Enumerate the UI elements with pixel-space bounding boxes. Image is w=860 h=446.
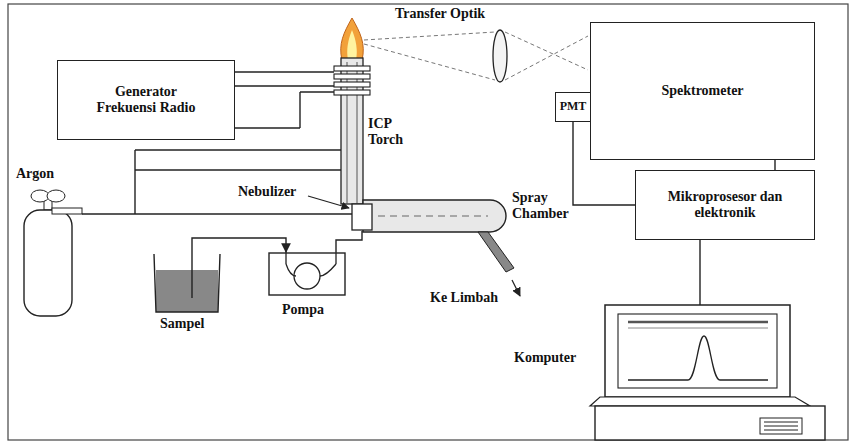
light-path xyxy=(505,36,588,80)
leader-line xyxy=(308,196,349,208)
node-text: Generator Frekuensi Radio xyxy=(96,84,196,116)
nebulizer xyxy=(352,204,372,230)
spray-chamber xyxy=(363,200,506,232)
computer: Komputer xyxy=(510,300,840,442)
component-label: Spray Chamber xyxy=(512,190,582,222)
connector xyxy=(192,238,286,252)
connector xyxy=(699,240,700,305)
process-box: Generator Frekuensi Radio xyxy=(57,60,235,140)
icp-torch xyxy=(341,58,363,204)
drain-arrow xyxy=(512,280,520,296)
light-path xyxy=(364,32,495,40)
node-text: Komputer xyxy=(514,350,576,366)
node-text: Mikroprosesor dan elektronik xyxy=(665,189,785,221)
rf-lead xyxy=(235,85,334,86)
lens xyxy=(493,30,507,82)
detector-box: PMT xyxy=(555,92,591,122)
component-label: Ke Limbah xyxy=(430,290,498,306)
coil-turn xyxy=(334,66,370,71)
component-label: Transfer Optik xyxy=(395,6,485,22)
component-label: ICP Torch xyxy=(368,116,416,148)
light-path xyxy=(364,44,495,80)
sample-tube xyxy=(336,231,362,252)
node-text: Spektrometer xyxy=(661,83,743,99)
argon-cylinder xyxy=(14,166,94,326)
argon-line xyxy=(135,169,341,170)
process-box: Mikroprosesor dan elektronik xyxy=(635,170,815,240)
rf-lead xyxy=(300,91,334,92)
coil-turn xyxy=(334,90,370,95)
argon-line xyxy=(134,150,135,214)
rf-lead xyxy=(235,71,334,72)
sample-container: Sampel xyxy=(148,250,228,335)
node-text: Pompa xyxy=(282,302,324,318)
rf-lead xyxy=(235,127,300,128)
coil-turn xyxy=(334,74,370,79)
frame xyxy=(8,4,848,440)
rf-lead xyxy=(299,92,300,128)
coil-turn xyxy=(334,82,370,87)
computer-illustration xyxy=(510,300,840,442)
light-path xyxy=(505,32,588,70)
component-label: Nebulizer xyxy=(238,184,296,200)
connector xyxy=(774,160,775,170)
argon-line xyxy=(82,213,352,214)
argon-line xyxy=(135,149,341,150)
aerosol-path xyxy=(378,215,488,216)
spectrometer-box: Spektrometer xyxy=(590,22,815,160)
pump: Pompa xyxy=(268,252,346,322)
rf-coil xyxy=(334,66,370,95)
drain-tube xyxy=(478,232,514,272)
node-text: Argon xyxy=(16,166,54,182)
node-text: PMT xyxy=(560,100,587,114)
plasma-flame xyxy=(341,18,364,60)
plasma-core xyxy=(347,30,357,60)
gas-cylinder: Argon xyxy=(14,166,94,326)
node-text: Sampel xyxy=(160,316,204,332)
